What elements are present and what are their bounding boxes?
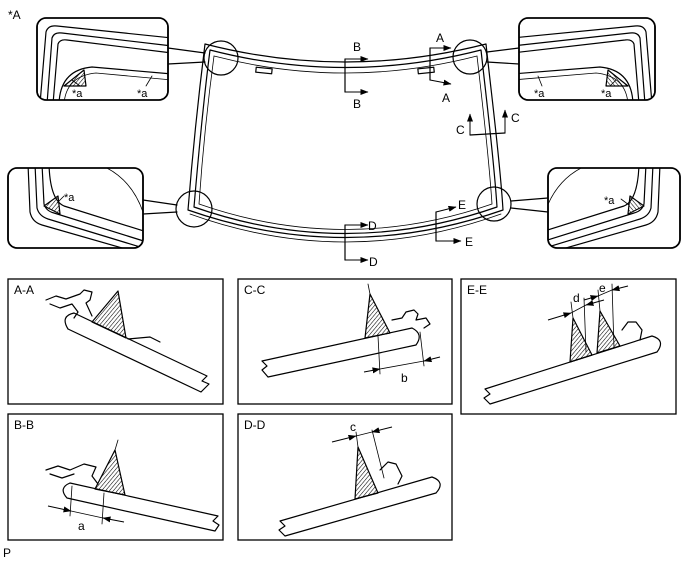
molding-clip [379, 461, 403, 485]
cut-marker-e: E E [435, 198, 473, 249]
callout-label: *a [601, 88, 612, 100]
windshield-outer-edge [187, 43, 504, 239]
cut-label-b-top: B [353, 40, 361, 54]
adhesive-bead [94, 449, 126, 496]
corner-detail-top-left [39, 25, 168, 100]
cut-label-e-bottom: E [465, 235, 473, 249]
callout-label: *a [137, 88, 148, 100]
section-ee-panel: E-E d e [460, 278, 677, 415]
glass-plate [64, 312, 210, 393]
callout-label: *a [72, 88, 83, 100]
cut-label-a-top: A [436, 31, 444, 45]
section-cc-panel: C-C b [237, 278, 453, 405]
adhesive-bead-d [569, 317, 593, 363]
windshield-outline [187, 43, 504, 243]
molding-clip [391, 309, 431, 329]
glass-plate [261, 327, 420, 378]
dimension-label: b [401, 371, 408, 385]
section-title: D-D [244, 418, 266, 432]
detail-circle-top-left [203, 40, 239, 76]
detail-circle-bottom-right [476, 186, 512, 222]
corner-detail-bottom-right [548, 168, 661, 248]
top-clip-right [417, 66, 435, 75]
molding-clip [621, 321, 643, 341]
adhesive-bead [364, 293, 391, 339]
detail-circle-bottom-left [175, 190, 213, 228]
top-clip-left [255, 66, 273, 75]
section-aa-panel: A-A [7, 278, 224, 405]
dimension-label: c [350, 420, 356, 434]
cut-label-e-top: E [458, 198, 466, 212]
section-title: A-A [14, 283, 34, 297]
section-bb-panel: B-B a [7, 413, 224, 541]
callout-label: *a [604, 195, 615, 207]
page-code: P [3, 546, 11, 560]
section-title: B-B [14, 418, 34, 432]
dimension-label: d [573, 291, 580, 305]
callout-connectors [142, 47, 549, 215]
cut-label-d-bottom: D [369, 255, 378, 269]
leader-line [114, 439, 119, 451]
leader-line [537, 75, 617, 87]
glass-plate [62, 482, 220, 532]
glass-plate [483, 335, 662, 405]
windshield-ceramic-line [198, 55, 493, 230]
cut-marker-c: C C [456, 109, 520, 137]
callout-bottom-right: *a [547, 167, 681, 249]
molding-clip [45, 289, 93, 319]
view-label: *A [8, 8, 21, 22]
extension-line [570, 283, 615, 353]
callout-label: *a [64, 192, 75, 204]
leader-line [71, 75, 153, 87]
cut-marker-b: B B [344, 40, 369, 111]
cut-marker-a: A A [429, 31, 452, 105]
leader-line [367, 283, 371, 295]
corner-detail-top-right [519, 25, 653, 100]
section-title: E-E [467, 283, 487, 297]
section-dd-panel: D-D c [237, 413, 453, 541]
cut-label-a-bottom: A [442, 91, 450, 105]
cut-marker-d: D D [344, 219, 378, 269]
windshield-inner-edge [193, 49, 498, 235]
leader-line [56, 195, 65, 204]
cut-label-c-left: C [456, 123, 465, 137]
callout-top-left: *a *a [36, 17, 169, 101]
molding-lip [127, 336, 161, 343]
cut-label-c-right: C [511, 111, 520, 125]
adhesive-bead-e [596, 310, 621, 354]
leader-line [620, 198, 630, 206]
callout-bottom-left: *a [7, 167, 144, 249]
dimension-label: e [599, 281, 606, 295]
section-title: C-C [244, 283, 266, 297]
cut-label-b-bottom: B [353, 97, 361, 111]
adhesive-bead [354, 446, 379, 500]
cut-label-d-top: D [368, 219, 377, 233]
detail-circle-top-right [452, 39, 488, 75]
callout-top-right: *a *a [518, 17, 656, 101]
dimension-label: a [78, 519, 85, 533]
callout-label: *a [534, 88, 545, 100]
molding-clip [45, 463, 99, 485]
corner-detail-bottom-left [27, 168, 143, 248]
adhesive-bead [91, 290, 127, 339]
extension-line [355, 429, 385, 479]
